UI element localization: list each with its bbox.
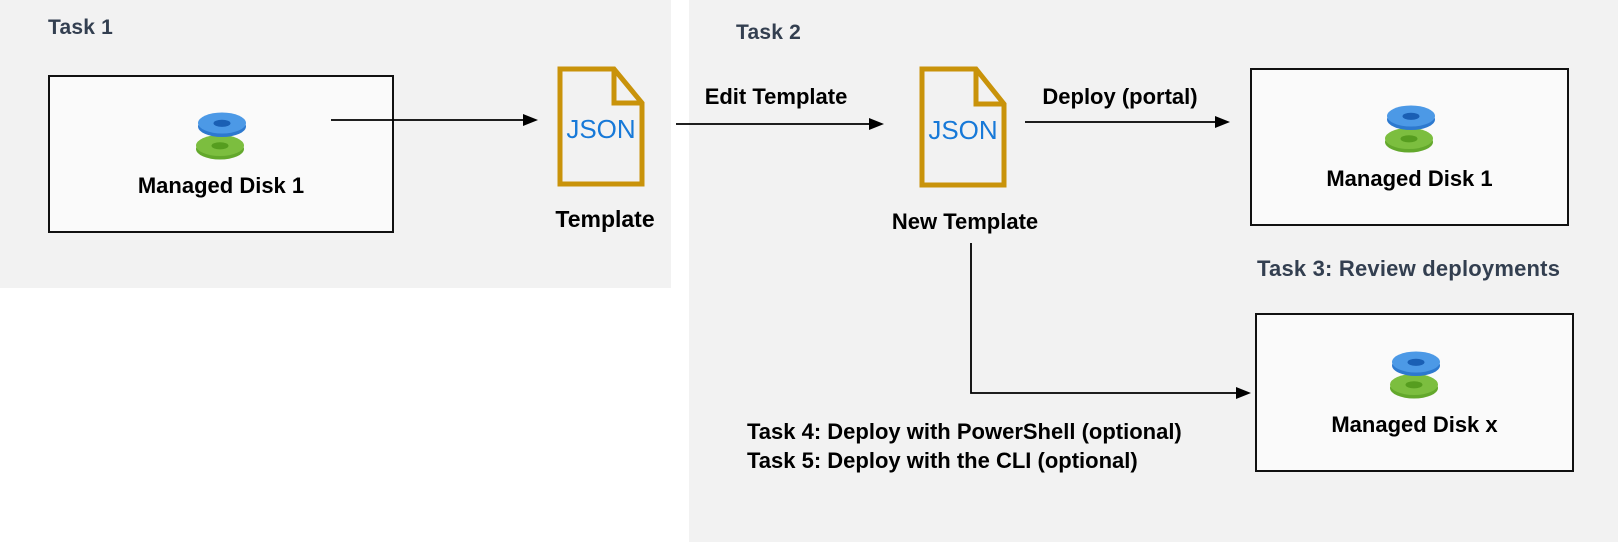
managed-disk-1-deployed-box: Managed Disk 1 [1250,68,1569,226]
task4-caption: Task 4: Deploy with PowerShell (optional… [747,419,1182,444]
json-new-template-file-icon: JSON [919,66,1007,188]
task3-caption: Task 3: Review deployments [1257,256,1561,281]
managed-disk-x-label: Managed Disk x [1331,411,1498,437]
managed-disk-icon [196,112,246,160]
task1-header: Task 1 [48,16,114,39]
edit-template-label: Edit Template [704,84,848,109]
managed-disk-icon [1384,105,1435,153]
json-template-file-icon: JSON [557,66,645,187]
managed-disk-1-source-label: Managed Disk 1 [137,173,305,198]
managed-disk-1-deployed-label: Managed Disk 1 [1326,166,1493,191]
managed-disk-x-box: Managed Disk x [1255,313,1574,472]
new-template-caption: New Template [891,209,1039,234]
task45-caption-block: Task 4: Deploy with PowerShell (optional… [747,417,1182,475]
template-caption: Template [555,206,655,232]
deploy-portal-label: Deploy (portal) [1042,84,1198,109]
managed-disk-1-source-box: Managed Disk 1 [48,75,394,233]
json-file-text: JSON [928,115,997,145]
managed-disk-icon [1389,351,1440,398]
task2-header: Task 2 [736,21,802,44]
task5-caption: Task 5: Deploy with the CLI (optional) [747,448,1138,473]
json-file-text: JSON [566,114,635,144]
